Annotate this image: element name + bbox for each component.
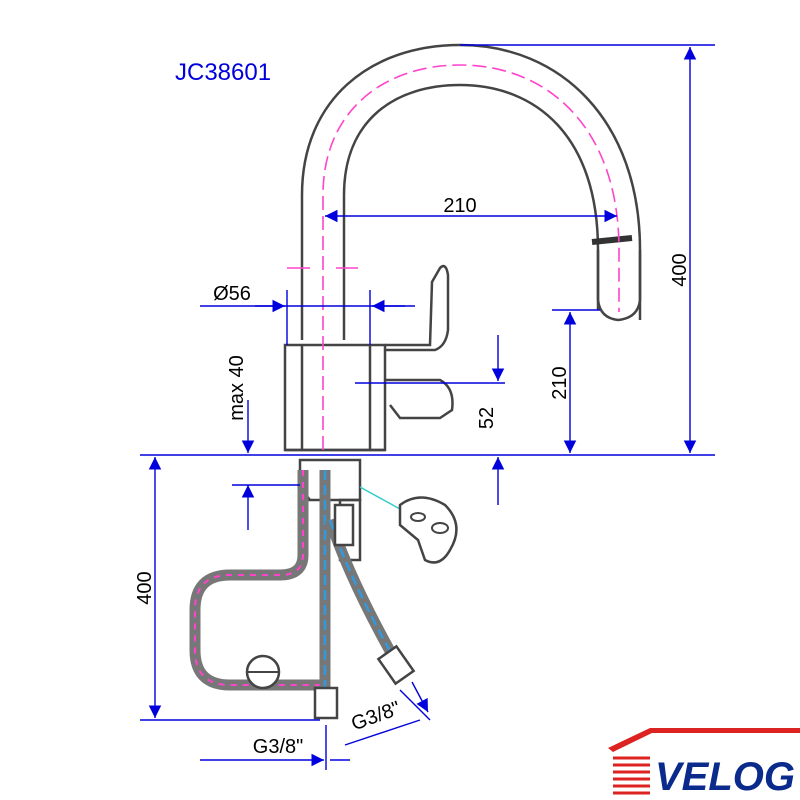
inlet-fitting-right xyxy=(376,644,416,686)
dim-spout-reach: 210 xyxy=(443,195,476,217)
pullout-head-outline xyxy=(596,250,642,322)
faucet-drawing xyxy=(283,43,642,562)
inlet-fitting-left xyxy=(313,686,339,720)
spout-outer-outline xyxy=(300,43,642,340)
mounting-clip-detail xyxy=(359,486,458,564)
logo-house-roof xyxy=(608,728,800,752)
pullout-head-band xyxy=(591,235,633,245)
dim-body-diameter: Ø56 xyxy=(213,283,251,305)
dimension-lines xyxy=(140,44,715,770)
centerlines xyxy=(287,64,620,450)
dim-outlet-height: 210 xyxy=(549,366,571,399)
dim-thread-left: G3/8" xyxy=(253,736,303,758)
hoses xyxy=(189,470,416,720)
logo-text: VELOG xyxy=(655,755,795,799)
dim-lever-height: 52 xyxy=(476,407,498,429)
logo-house-lines xyxy=(613,756,650,795)
dim-hose-length: 400 xyxy=(134,571,156,604)
dim-max-deck: max 40 xyxy=(226,355,248,421)
lever-cartridge xyxy=(385,378,454,420)
pullout-hose xyxy=(189,470,320,691)
velog-logo: VELOG xyxy=(608,728,800,799)
spout-inner-outline xyxy=(342,83,600,340)
lever-handle xyxy=(385,264,450,352)
dim-thread-right: G3/8" xyxy=(348,697,403,735)
dim-total-height: 400 xyxy=(669,253,691,286)
model-number: JC38601 xyxy=(175,59,271,86)
